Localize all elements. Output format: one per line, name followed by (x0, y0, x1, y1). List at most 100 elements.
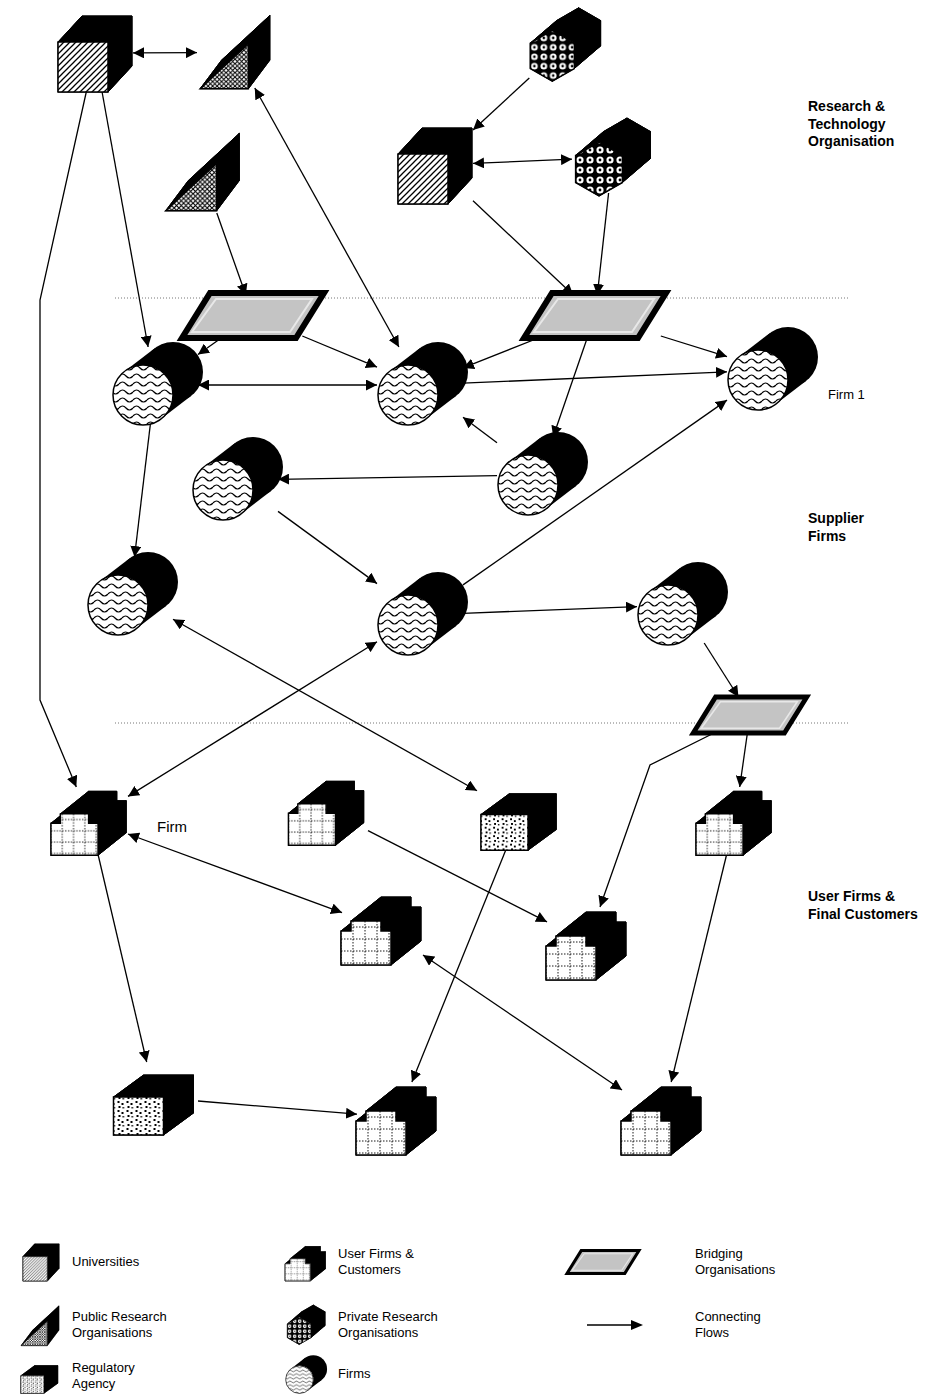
flow-connector (198, 1101, 357, 1114)
user-firm-face-ground (285, 1259, 310, 1281)
private-research-face-ground (287, 1317, 311, 1344)
firm-face-ground (88, 575, 148, 635)
user-firm-face-ground (546, 936, 596, 980)
region-label: User Firms & Final Customers (808, 888, 920, 923)
legend-sample (18, 1356, 62, 1396)
bridge-shape (693, 697, 807, 733)
private-research-hexprism-icon (565, 115, 660, 200)
flow-connector (40, 91, 87, 787)
private-research-face (287, 1317, 311, 1344)
public-research-wedge-icon (190, 10, 280, 95)
firm-face (498, 455, 558, 515)
user-firm-block-icon (280, 770, 375, 850)
legend-sample (18, 1240, 64, 1284)
arrow-head (631, 1320, 643, 1330)
regulatory-block (105, 1055, 205, 1140)
university-cube (390, 120, 480, 210)
university-cube-icon (390, 120, 480, 210)
regulatory-face (481, 815, 528, 851)
university-cube (50, 8, 140, 98)
private-research-side (622, 132, 650, 183)
firm-cylinder (630, 560, 730, 650)
firm-cylinder-icon (370, 340, 470, 430)
flow-connector (740, 733, 748, 787)
flow-connector (412, 848, 507, 1082)
university-cube-icon (50, 8, 140, 98)
legend-sample (282, 1240, 330, 1284)
legend-text: Bridging Organisations (695, 1246, 805, 1279)
flow-connector (704, 643, 738, 697)
flow-connector (463, 607, 637, 614)
region-label: Research & Technology Organisation (808, 98, 920, 151)
firm-cylinder (370, 340, 470, 430)
user-firm-face-ground (696, 814, 743, 855)
user-firm-block (615, 1075, 710, 1160)
user-firm-block (350, 1075, 445, 1160)
private-research-hexprism (565, 115, 660, 200)
flow-connector (473, 159, 572, 163)
private-research-face-ground (576, 142, 623, 196)
legend-sample (585, 1318, 645, 1332)
user-firm-face-ground (51, 814, 98, 855)
firm-cylinder-icon (185, 435, 285, 525)
regulatory-face (21, 1376, 44, 1394)
public-research-side (166, 133, 240, 210)
firm-face-ground (638, 585, 698, 645)
university-face-ground (23, 1257, 47, 1281)
legend-sample (18, 1303, 62, 1349)
private-research-hexprism-icon (520, 5, 610, 85)
firm-face-ground (193, 460, 253, 520)
public-research-side (21, 1306, 59, 1346)
regulatory-face-ground (114, 1097, 164, 1135)
flow-connector (473, 201, 573, 295)
regulatory-face-ground (481, 815, 528, 851)
regulatory-block-icon (470, 775, 570, 855)
firm-cylinder (370, 570, 470, 660)
user-firm-block (280, 770, 375, 850)
flow-connector (135, 423, 151, 557)
flow-connector (600, 733, 714, 907)
public-research-face (21, 1321, 47, 1345)
legend-text: Private Research Organisations (338, 1309, 443, 1342)
flow-connector (128, 642, 377, 797)
bridge-inner (572, 1254, 633, 1271)
firm-cylinder-icon (720, 325, 820, 415)
public-research-face-ground (21, 1321, 47, 1345)
node-label: Firm (157, 818, 187, 836)
private-research-face (576, 142, 623, 196)
user-firm-face-ground (621, 1111, 671, 1155)
regulatory-face-ground (21, 1376, 44, 1394)
firm-face (638, 585, 698, 645)
flow-connector (597, 193, 608, 295)
user-firm-face (51, 814, 98, 855)
bridge-shape (567, 1251, 639, 1274)
bridging-parallelogram (690, 690, 810, 740)
user-firm-face (341, 921, 391, 965)
private-research-hexprism (520, 5, 610, 85)
flow-connector (173, 619, 477, 790)
flow-connector (217, 213, 246, 295)
firm-cylinder (80, 550, 180, 640)
user-firm-block: Firm (45, 780, 135, 860)
user-firm-block-icon (45, 780, 135, 860)
firm-face (286, 1366, 314, 1394)
flow-connector (661, 336, 727, 357)
flow-connector (671, 853, 727, 1082)
flow-connector (198, 384, 377, 385)
legend-sample (282, 1303, 330, 1347)
user-firm-block-icon (350, 1075, 445, 1160)
legend-text: Connecting Flows (695, 1309, 785, 1342)
user-firm-block-icon (335, 885, 430, 970)
bridge-inner (701, 702, 797, 728)
user-firm-block-icon (615, 1075, 710, 1160)
firm-face (193, 460, 253, 520)
private-research-face (530, 30, 574, 81)
user-firm-face (546, 936, 596, 980)
flow-connector (553, 336, 588, 437)
bridging-parallelogram-icon (520, 288, 670, 343)
public-research-side (200, 15, 270, 88)
flow-connector (473, 78, 529, 130)
user-firm-face-ground (341, 921, 391, 965)
flow-connector (302, 336, 377, 367)
legend-text: Regulatory Agency (72, 1360, 162, 1393)
